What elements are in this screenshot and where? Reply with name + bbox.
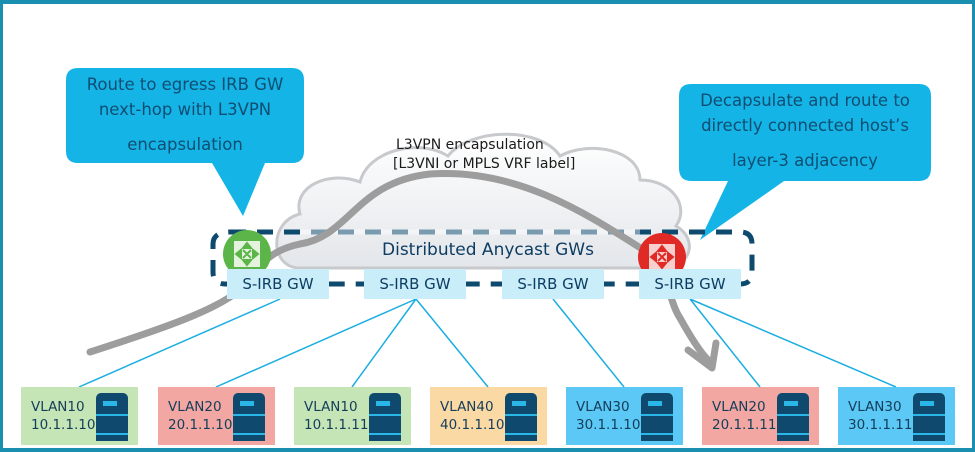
link-gateway-2-host-3 [351, 298, 417, 388]
server-icon [233, 393, 265, 441]
host-vlan: VLAN10 [304, 399, 358, 415]
host-ip: 20.1.1.10 [168, 417, 233, 433]
host-vlan: VLAN30 [848, 399, 902, 415]
host-vlan: VLAN20 [712, 399, 766, 415]
server-icon [913, 393, 945, 441]
host-vlan: VLAN40 [440, 399, 494, 415]
host-ip: 10.1.1.10 [31, 417, 96, 433]
link-gateway-2-host-2 [215, 298, 417, 388]
callout-left: Route to egress IRB GW next-hop with L3V… [66, 72, 304, 157]
l3vpn-cloud [275, 132, 691, 270]
link-gateway-4-host-6 [689, 298, 761, 388]
gateway-1[interactable]: S-IRB GW [227, 269, 329, 299]
host-ip: 30.1.1.11 [848, 417, 913, 433]
gateway-4[interactable]: S-IRB GW [639, 269, 741, 299]
host-vlan: VLAN10 [31, 399, 85, 415]
callout-left-bubble [66, 68, 304, 216]
gateway-2[interactable]: S-IRB GW [364, 269, 466, 299]
host-label: VLAN10 10.1.1.10 [31, 398, 95, 434]
anycast-group-label: Distributed Anycast GWs [382, 240, 594, 260]
host-ip: 40.1.1.10 [440, 417, 505, 433]
callout-left-line3: encapsulation [127, 135, 243, 154]
callout-right-bubble [679, 84, 931, 240]
host-vlan: VLAN20 [168, 399, 222, 415]
server-icon [777, 393, 809, 441]
host-vlan: VLAN30 [576, 399, 630, 415]
host-label: VLAN20 20.1.1.11 [712, 398, 776, 434]
callout-right-line2: directly connected host’s [701, 116, 909, 135]
traffic-arrow-head [684, 339, 720, 372]
gateway-3[interactable]: S-IRB GW [502, 269, 604, 299]
link-gateway-1-host-1 [78, 298, 281, 388]
cloud-label: L3VPN encapsulation [L3VNI or MPLS VRF l… [393, 136, 575, 174]
link-gateway-2-host-4 [415, 298, 489, 388]
host-ip: 10.1.1.11 [304, 417, 369, 433]
link-gateway-4-host-7 [689, 298, 897, 388]
callout-right: Decapsulate and route to directly connec… [679, 88, 931, 173]
host-1[interactable]: VLAN10 10.1.1.10 [21, 387, 138, 445]
host-5[interactable]: VLAN30 30.1.1.10 [566, 387, 683, 445]
server-icon [641, 393, 673, 441]
cloud-label-line2: [L3VNI or MPLS VRF label] [393, 156, 576, 172]
host-label: VLAN30 30.1.1.11 [848, 398, 912, 434]
callout-right-line3: layer-3 adjacency [732, 151, 878, 170]
cloud-label-line1: L3VPN encapsulation [396, 137, 544, 153]
server-icon [505, 393, 537, 441]
host-ip: 20.1.1.11 [712, 417, 777, 433]
host-label: VLAN20 20.1.1.10 [168, 398, 232, 434]
host-label: VLAN30 30.1.1.10 [576, 398, 640, 434]
host-7[interactable]: VLAN30 30.1.1.11 [838, 387, 955, 445]
server-icon [369, 393, 401, 441]
host-2[interactable]: VLAN20 20.1.1.10 [158, 387, 275, 445]
callout-left-line1: Route to egress IRB GW [86, 75, 284, 94]
ingress-router-icon[interactable] [223, 230, 271, 278]
host-label: VLAN40 40.1.1.10 [440, 398, 504, 434]
host-links [78, 298, 897, 388]
callout-right-line1: Decapsulate and route to [700, 91, 910, 110]
link-gateway-3-host-5 [552, 298, 625, 388]
callout-left-line2: next-hop with L3VPN [98, 100, 272, 119]
host-label: VLAN10 10.1.1.11 [304, 398, 368, 434]
server-icon [96, 393, 128, 441]
host-3[interactable]: VLAN10 10.1.1.11 [294, 387, 411, 445]
host-4[interactable]: VLAN40 40.1.1.10 [430, 387, 547, 445]
host-6[interactable]: VLAN20 20.1.1.11 [702, 387, 819, 445]
host-ip: 30.1.1.10 [576, 417, 641, 433]
